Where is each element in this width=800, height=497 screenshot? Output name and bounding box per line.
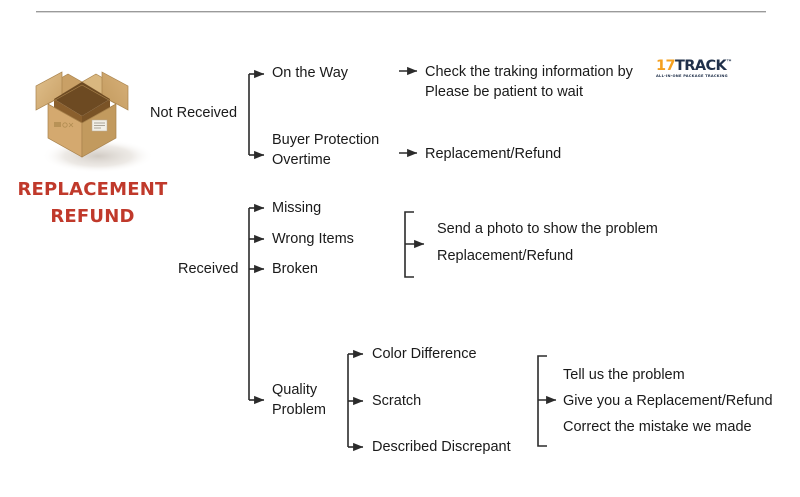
17track-wordmark: 17TRACK™	[656, 59, 732, 74]
node-received[interactable]: Received	[178, 261, 239, 277]
node-broken[interactable]: Broken	[272, 261, 318, 277]
node-missing[interactable]: Missing	[272, 200, 322, 216]
outcome-replacement-refund: Replacement/Refund	[425, 146, 562, 162]
outcome-be-patient: Please be patient to wait	[425, 84, 583, 100]
node-buyer-protection-overtime[interactable]: Buyer Protection Overtime	[272, 132, 380, 168]
header-divider-shadow	[36, 12, 766, 13]
node-color-difference[interactable]: Color Difference	[372, 346, 477, 362]
outcome-quality-group: Tell us the problem Give you a Replaceme…	[563, 367, 773, 435]
17track-tagline: ALL-IN-ONE PACKAGE TRACKING	[656, 73, 728, 78]
node-described-discrepant[interactable]: Described Discrepant	[372, 439, 511, 455]
17track-word: TRACK	[674, 58, 727, 74]
header-divider	[36, 11, 766, 12]
node-quality-problem[interactable]: Quality Problem	[272, 382, 326, 418]
node-not-received[interactable]: Not Received	[150, 105, 238, 121]
trademark-icon: ™	[726, 59, 732, 67]
outcome-check-tracking: Check the traking information by	[425, 64, 633, 80]
17track-number: 17	[656, 58, 676, 74]
outcome-send-photo-group: Send a photo to show the problem Replace…	[437, 221, 658, 264]
open-cardboard-box-icon	[22, 52, 162, 177]
node-scratch[interactable]: Scratch	[372, 393, 422, 409]
node-wrong-items[interactable]: Wrong Items	[272, 231, 354, 247]
page-title: REPLACEMENT REFUND	[17, 179, 168, 227]
17track-logo[interactable]: 17TRACK™ ALL-IN-ONE PACKAGE TRACKING	[656, 59, 732, 80]
node-on-the-way[interactable]: On the Way	[272, 65, 349, 81]
